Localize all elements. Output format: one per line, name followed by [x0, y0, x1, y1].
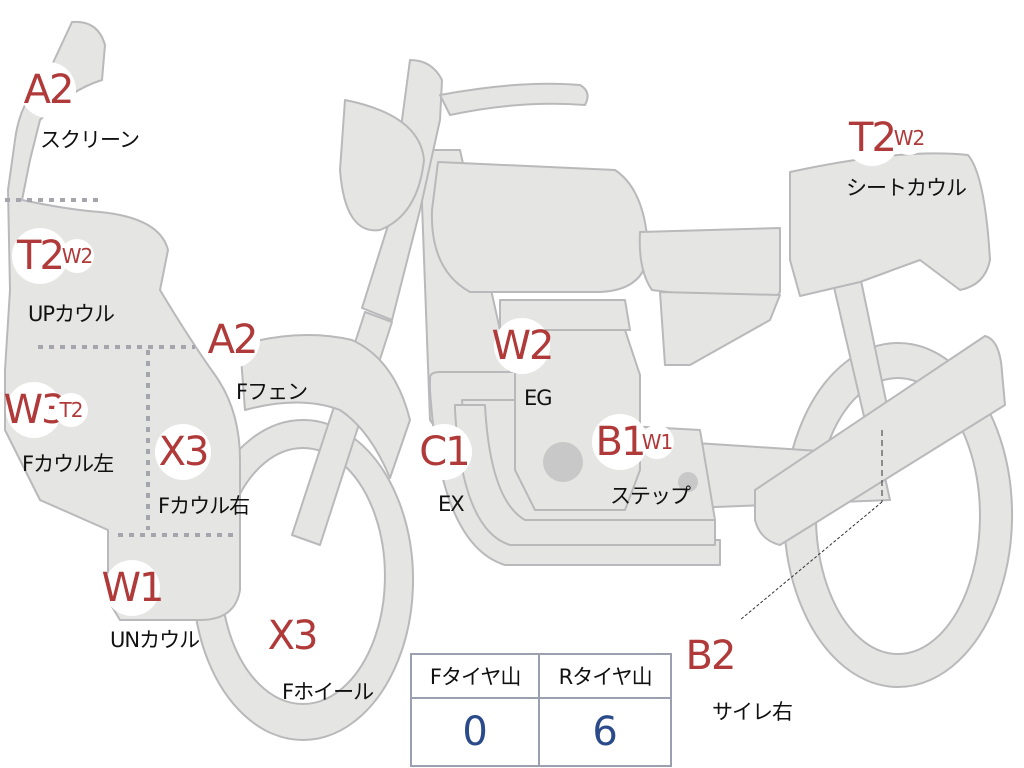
- f-cowl-l-marker: W3 T2: [4, 382, 88, 438]
- tire-tread-table: Fタイヤ山 Rタイヤ山 0 6: [409, 653, 672, 767]
- headlight: [339, 99, 425, 232]
- seat-cowl-code-1: T2: [844, 110, 900, 166]
- f-cowl-l-code-2: T2: [54, 393, 88, 427]
- seat-cowl-marker: T2 W2: [844, 110, 926, 166]
- f-wheel-marker: X3: [264, 608, 320, 664]
- screen-code-1: A2: [20, 62, 76, 118]
- step-code-1: B1: [592, 414, 648, 470]
- f-wheel-code-1: X3: [264, 608, 320, 664]
- engine-cover-circle: [543, 442, 583, 482]
- screen-label: スクリーン: [40, 128, 140, 152]
- silencer-r-label: サイレ右: [712, 700, 793, 724]
- front-tire-value: 0: [409, 697, 541, 767]
- engine-code-1: W2: [492, 318, 555, 374]
- handlebar: [439, 82, 589, 116]
- front-tire-header: Fタイヤ山: [409, 653, 541, 699]
- screen-marker: A2: [20, 62, 76, 118]
- exhaust-code-1: C1: [416, 424, 472, 480]
- f-fender-marker: A2: [204, 312, 260, 368]
- f-cowl-r-code-1: X3: [155, 424, 211, 480]
- engine-bolt-circle: [678, 472, 698, 492]
- un-cowl-code-1: W1: [102, 560, 165, 616]
- step-code-2: W1: [640, 425, 674, 459]
- step-label: ステップ: [610, 484, 691, 508]
- silencer: [754, 335, 1006, 546]
- step-marker: B1 W1: [592, 414, 674, 470]
- seat-cowl-label: シートカウル: [846, 176, 967, 200]
- side-cover: [659, 291, 781, 366]
- rear-tire-value: 6: [538, 697, 672, 767]
- exhaust-label: EX: [438, 492, 465, 516]
- front-fender: [239, 334, 411, 479]
- engine-marker: W2: [492, 318, 555, 374]
- un-cowl-marker: W1: [102, 560, 165, 616]
- fuel-tank: [430, 161, 649, 293]
- up-cowl-marker: T2 W2: [12, 228, 94, 284]
- un-cowl-label: UNカウル: [110, 628, 200, 652]
- f-cowl-l-label: Fカウル左: [22, 452, 114, 476]
- f-cowl-r-marker: X3: [155, 424, 211, 480]
- engine-label: EG: [524, 386, 553, 410]
- silencer-r-code-1: B2: [682, 628, 738, 684]
- up-cowl-code-1: T2: [12, 228, 68, 284]
- f-wheel-label: Fホイール: [282, 680, 374, 704]
- f-cowl-r-label: Fカウル右: [158, 494, 250, 518]
- silencer-leader-line: [739, 501, 883, 621]
- up-cowl-label: UPカウル: [28, 302, 115, 326]
- seat-cowl-code-2: W2: [892, 121, 926, 155]
- up-cowl-code-2: W2: [60, 239, 94, 273]
- exhaust-marker: C1: [416, 424, 472, 480]
- silencer-r-marker: B2: [682, 628, 738, 684]
- rear-tire-header: Rタイヤ山: [538, 653, 672, 699]
- f-fender-code-1: A2: [204, 312, 260, 368]
- f-fender-label: Fフェン: [236, 380, 308, 404]
- rear-wheel: [783, 342, 1014, 688]
